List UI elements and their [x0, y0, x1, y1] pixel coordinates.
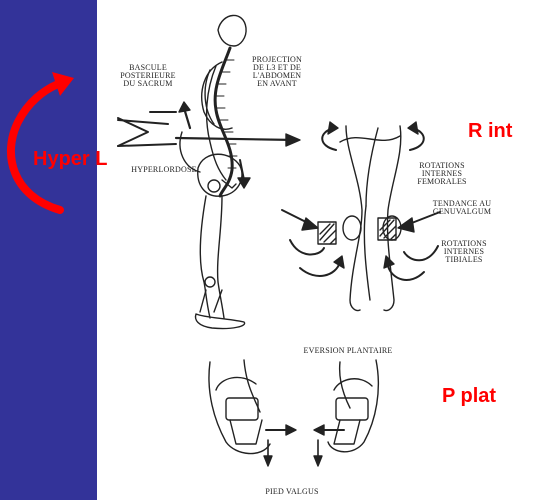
- label-line: DU SACRUM: [112, 80, 184, 88]
- label-eversion: EVERSION PLANTAIRE: [288, 347, 408, 355]
- label-line: GENUVALGUM: [426, 208, 498, 216]
- annotation-r-int: R int: [468, 120, 512, 143]
- label-line: TIBIALES: [430, 256, 498, 264]
- label-line: FEMORALES: [408, 178, 476, 186]
- curved-arrow-icon: [0, 60, 110, 220]
- label-rot-tibial: ROTATIONS INTERNES TIBIALES: [430, 240, 498, 264]
- label-bascule: BASCULE POSTERIEURE DU SACRUM: [112, 64, 184, 88]
- annotation-hyper-l: Hyper L: [33, 148, 107, 171]
- label-line: EN AVANT: [246, 80, 308, 88]
- label-pied-valgus: PIED VALGUS: [252, 488, 332, 496]
- label-hyperlordose: HYPERLORDOSE: [128, 166, 200, 174]
- annotation-p-plat: P plat: [442, 385, 496, 408]
- label-rot-femoral: ROTATIONS INTERNES FEMORALES: [408, 162, 476, 186]
- label-genuvalgum: TENDANCE AU GENUVALGUM: [426, 200, 498, 216]
- label-projection: PROJECTION DE L3 ET DE L'ABDOMEN EN AVAN…: [246, 56, 308, 88]
